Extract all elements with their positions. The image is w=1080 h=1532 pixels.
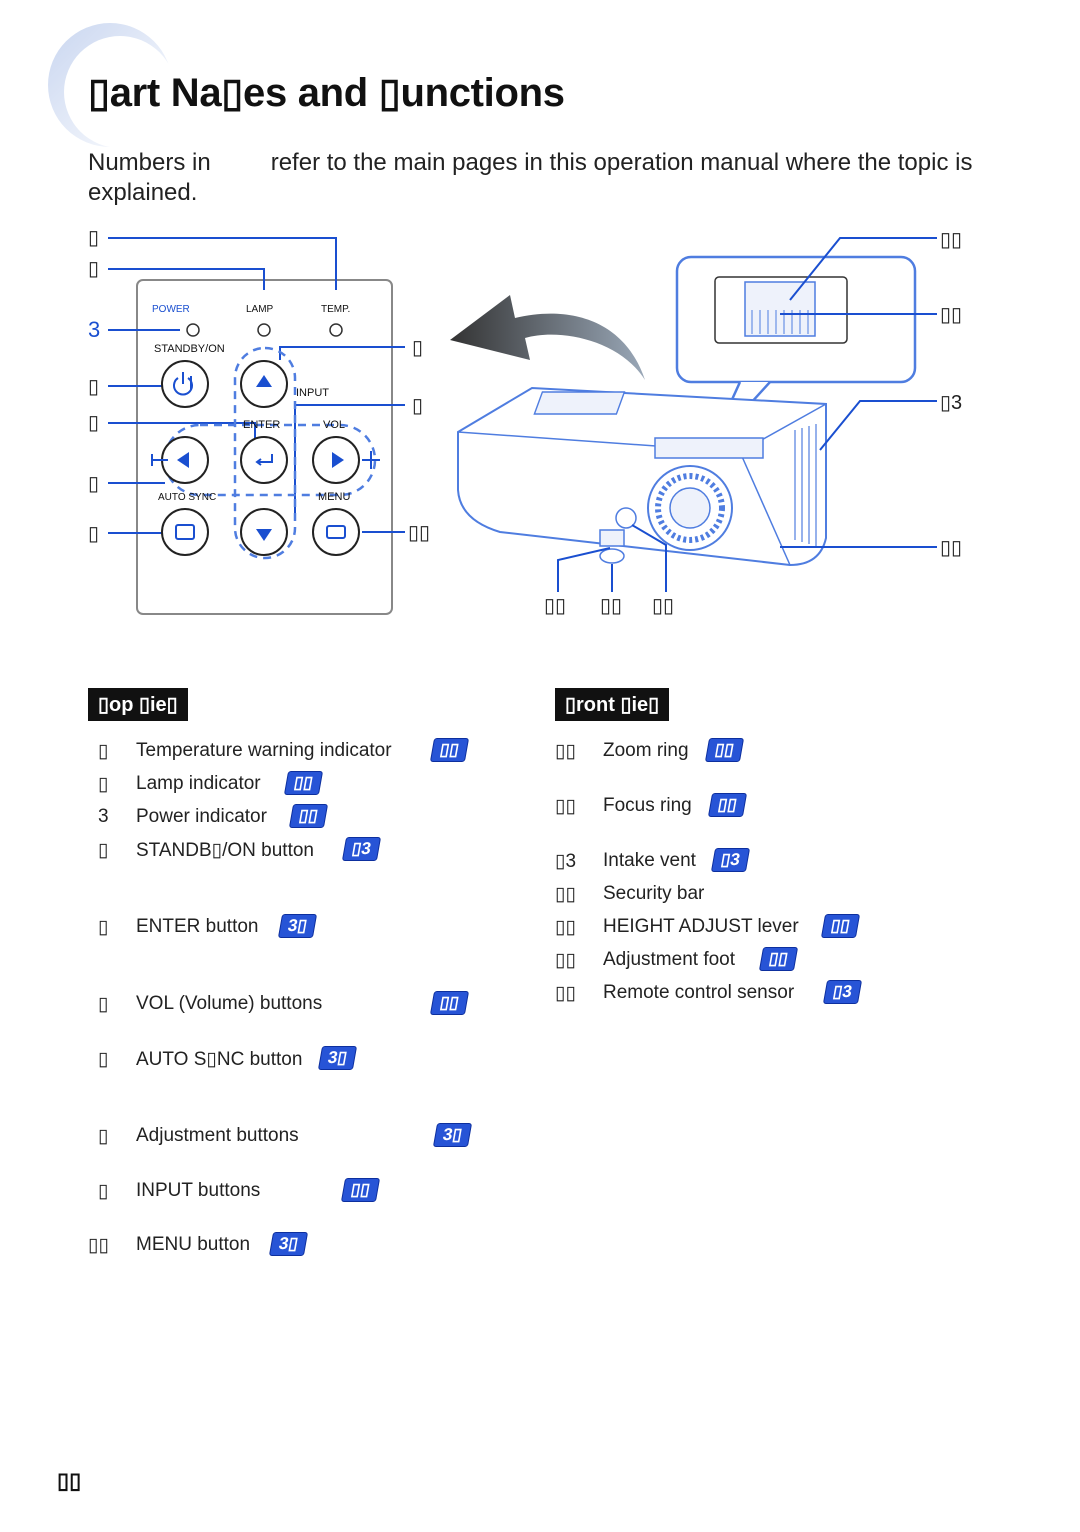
page-badge: ▯▯ xyxy=(340,1178,380,1202)
page-badge: ▯▯ xyxy=(820,914,860,938)
item-label: ENTER button xyxy=(136,916,259,937)
item-label: STANDB▯/ON button xyxy=(136,840,314,861)
control-panel-diagram: POWER LAMP TEMP. STANDBY/ON INPUT ENTER … xyxy=(88,227,430,615)
lamp-label: LAMP xyxy=(246,304,274,315)
temp-label: TEMP. xyxy=(321,304,350,315)
callout-vent: ▯3 xyxy=(940,392,962,414)
page-badge: 3▯ xyxy=(268,1232,308,1256)
callout-security: ▯▯ xyxy=(940,537,962,559)
corner-decoration xyxy=(48,23,176,148)
page-badge: ▯▯ xyxy=(704,738,744,762)
item-number: ▯▯ xyxy=(555,983,576,1004)
item-number: ▯▯ xyxy=(88,1235,109,1256)
callout-left-6: ▯ xyxy=(88,473,99,495)
vol-label: VOL xyxy=(323,419,345,431)
item-label: Lamp indicator xyxy=(136,773,261,794)
callout-left-2: ▯ xyxy=(88,258,99,280)
item-number: ▯ xyxy=(98,741,109,762)
item-label: VOL (Volume) buttons xyxy=(136,993,323,1014)
projector-diagram: ▯▯ ▯▯ ▯3 ▯▯ ▯▯ ▯▯ ▯▯ xyxy=(450,229,962,617)
callout-foot: ▯▯ xyxy=(600,595,622,617)
auto-sync-label: AUTO SYNC xyxy=(158,492,216,503)
callout-left-1: ▯ xyxy=(88,227,99,249)
item-number: ▯3 xyxy=(555,851,577,872)
page-badge: 3▯ xyxy=(317,1046,357,1070)
page-badge: ▯▯ xyxy=(283,771,323,795)
page-badge: ▯▯ xyxy=(707,793,747,817)
item-number: ▯ xyxy=(98,840,109,861)
intro-before: Numbers in xyxy=(88,149,211,176)
page-badge: ▯▯ xyxy=(429,738,469,762)
standby-button-shape xyxy=(161,360,209,408)
item-number: ▯▯ xyxy=(555,884,576,905)
item-label: INPUT buttons xyxy=(136,1180,261,1201)
page-badge: ▯▯ xyxy=(758,947,798,971)
callout-right-1: ▯ xyxy=(412,337,423,359)
item-number: ▯▯ xyxy=(555,950,576,971)
standby-label: STANDBY/ON xyxy=(154,343,225,355)
item-number: ▯▯ xyxy=(555,796,576,817)
input-label: INPUT xyxy=(296,387,329,399)
item-label: MENU button xyxy=(136,1234,251,1255)
callout-sensor: ▯▯ xyxy=(652,595,674,617)
item-number: ▯ xyxy=(98,1049,109,1070)
item-label: Adjustment foot xyxy=(603,949,736,970)
front-view-list: ▯▯ Zoom ring ▯▯ ▯▯ Focus ring ▯▯ ▯3 Inta… xyxy=(555,738,955,1010)
item-number: ▯ xyxy=(98,1181,109,1202)
callout-right-2: ▯ xyxy=(412,395,423,417)
flip-arrow xyxy=(450,295,645,380)
item-number: ▯ xyxy=(98,917,109,938)
item-label: AUTO S▯NC button xyxy=(136,1049,303,1070)
item-label: Intake vent xyxy=(603,850,696,871)
front-view-header: ▯ront ▯ie▯ xyxy=(555,688,670,721)
item-label: Adjustment buttons xyxy=(136,1125,299,1146)
callout-left-7: ▯ xyxy=(88,523,99,545)
intro-after: refer to the main pages in this operatio… xyxy=(88,149,973,206)
auto-sync-button-shape xyxy=(161,508,209,556)
item-label: Remote control sensor xyxy=(603,982,795,1003)
item-number: ▯ xyxy=(98,1126,109,1147)
top-view-header: ▯op ▯ie▯ xyxy=(88,688,188,721)
callout-focus: ▯▯ xyxy=(940,304,962,326)
item-label: Power indicator xyxy=(136,806,267,827)
callout-left-3: 3 xyxy=(88,317,100,342)
page-title: ▯art Na▯es and ▯unctions xyxy=(88,71,565,115)
item-number: ▯▯ xyxy=(555,741,576,762)
item-number: ▯ xyxy=(98,994,109,1015)
item-label: Zoom ring xyxy=(603,740,689,761)
item-label: Security bar xyxy=(603,883,705,904)
item-number: ▯▯ xyxy=(555,917,576,938)
page-badge: 3▯ xyxy=(432,1123,472,1147)
page-badge: ▯▯ xyxy=(288,804,328,828)
page-number: ▯▯ xyxy=(57,1468,82,1493)
page-badge: ▯▯ xyxy=(429,991,469,1015)
page-badge: ▯3 xyxy=(710,848,750,872)
item-label: Focus ring xyxy=(603,795,692,816)
item-number: ▯ xyxy=(98,774,109,795)
callout-left-4: ▯ xyxy=(88,376,99,398)
enter-label: ENTER xyxy=(243,419,280,431)
menu-label: MENU xyxy=(318,491,350,503)
page-badge: 3▯ xyxy=(277,914,317,938)
item-label: Temperature warning indicator xyxy=(136,740,392,761)
item-label: HEIGHT ADJUST lever xyxy=(603,916,799,937)
callout-zoom: ▯▯ xyxy=(940,229,962,251)
callout-lever: ▯▯ xyxy=(544,595,566,617)
page-badge: ▯3 xyxy=(822,980,862,1004)
item-number: 3 xyxy=(98,806,109,827)
enter-button-shape xyxy=(240,436,288,484)
top-view-list: ▯ Temperature warning indicator ▯▯ ▯ Lam… xyxy=(88,738,498,1270)
callout-right-3: ▯▯ xyxy=(408,522,430,544)
power-label: POWER xyxy=(152,304,190,315)
menu-button-shape xyxy=(312,508,360,556)
callout-left-5: ▯ xyxy=(88,412,99,434)
page-badge: ▯3 xyxy=(341,837,381,861)
